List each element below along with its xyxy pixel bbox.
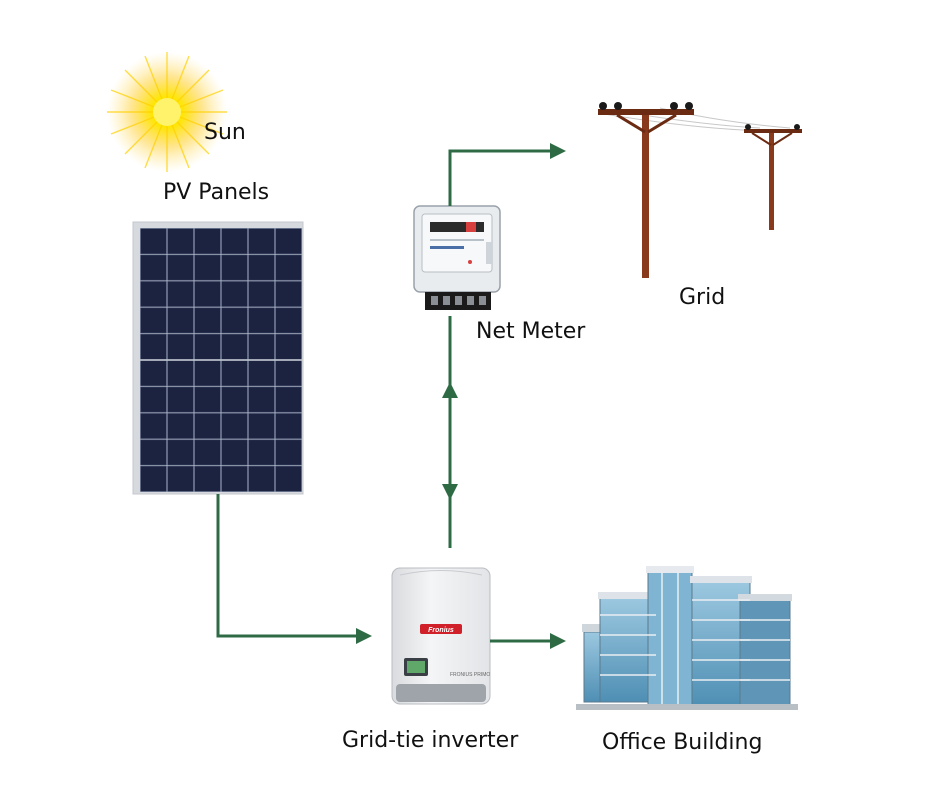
meter-to-grid-line bbox=[448, 149, 552, 206]
office-building-label: Office Building bbox=[602, 730, 763, 755]
arrow-into-inverter bbox=[356, 628, 372, 644]
sun-icon bbox=[107, 52, 227, 172]
sun-label: Sun bbox=[204, 120, 246, 145]
office-building-icon bbox=[576, 566, 798, 710]
pv-panels-label: PV Panels bbox=[163, 180, 270, 205]
arrowheads bbox=[356, 143, 566, 649]
arrow-into-grid bbox=[550, 143, 566, 159]
pv-panel-icon bbox=[132, 221, 304, 495]
connectors bbox=[216, 149, 552, 643]
arrow-down-to-inverter bbox=[442, 484, 458, 500]
inverter-icon: Fronius FRONIUS PRIMO bbox=[391, 567, 491, 705]
grid-label: Grid bbox=[679, 285, 726, 310]
pv-to-inverter-line bbox=[216, 494, 358, 638]
arrow-into-office bbox=[550, 633, 566, 649]
inverter-model-text: FRONIUS PRIMO bbox=[450, 672, 490, 678]
grid-poles-icon bbox=[597, 102, 802, 278]
inverter-brand-logo: Fronius bbox=[428, 627, 454, 634]
inverter-label: Grid-tie inverter bbox=[342, 728, 519, 753]
arrow-up-to-meter bbox=[442, 382, 458, 398]
net-meter-label: Net Meter bbox=[476, 319, 586, 344]
net-meter-icon bbox=[413, 205, 501, 310]
